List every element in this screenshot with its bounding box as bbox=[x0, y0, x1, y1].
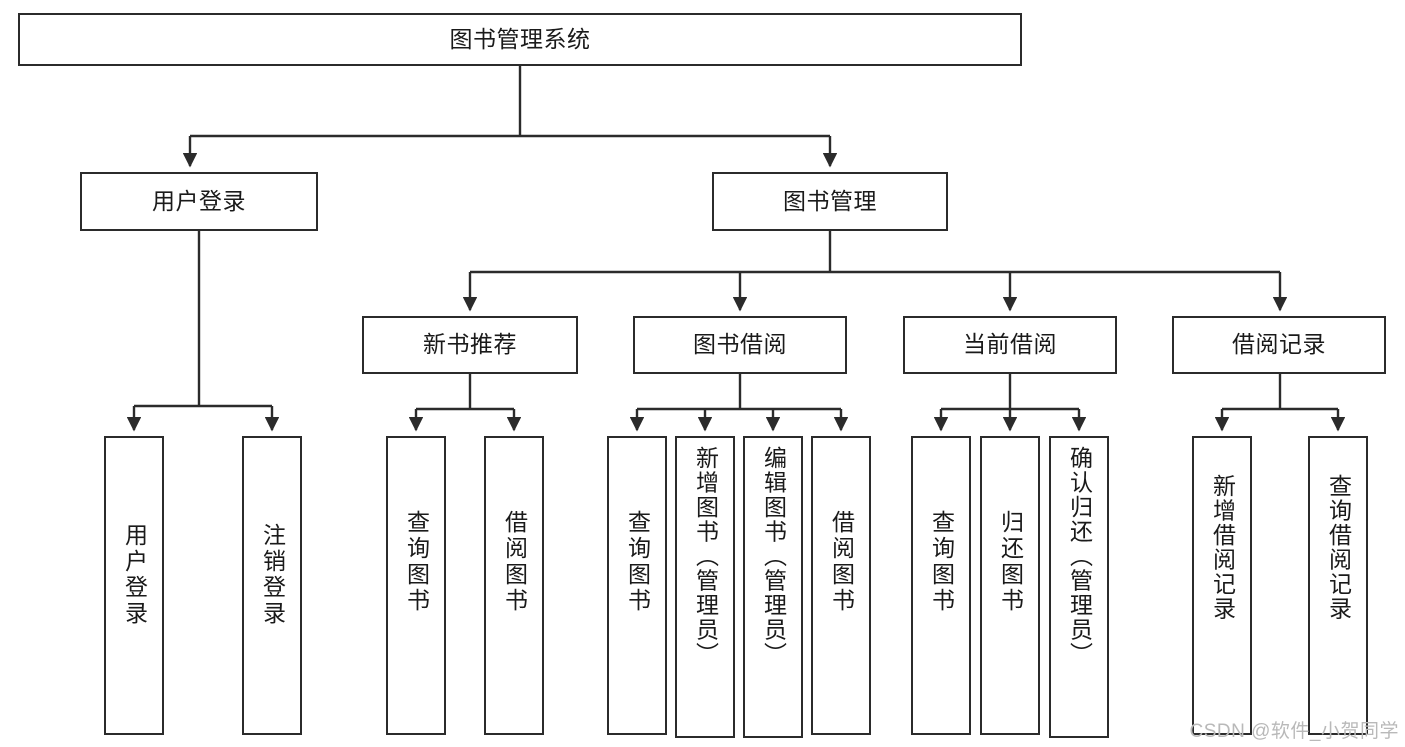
node-leaf-query-record-label: 查询借阅记录 bbox=[1325, 474, 1352, 621]
node-leaf-borrow-book-1-label: 借阅图书 bbox=[501, 510, 528, 614]
node-leaf-logout-login-label: 注销登录 bbox=[259, 523, 286, 627]
node-leaf-user-login-label: 用户登录 bbox=[121, 523, 148, 627]
node-book-borrow-label: 图书借阅 bbox=[693, 331, 787, 358]
node-leaf-return-book[interactable]: 归还图书 bbox=[980, 436, 1040, 735]
node-leaf-query-book-3-label: 查询图书 bbox=[928, 510, 955, 614]
node-leaf-add-book[interactable]: 新增图书（管理员） bbox=[675, 436, 735, 738]
node-leaf-query-book-1-label: 查询图书 bbox=[403, 510, 430, 614]
node-borrow-record-label: 借阅记录 bbox=[1232, 331, 1326, 358]
node-leaf-query-book-2-label: 查询图书 bbox=[624, 510, 651, 614]
node-user-login-label: 用户登录 bbox=[152, 187, 246, 214]
node-leaf-confirm-return[interactable]: 确认归还（管理员） bbox=[1049, 436, 1109, 738]
node-leaf-add-record[interactable]: 新增借阅记录 bbox=[1192, 436, 1252, 735]
node-leaf-query-book-1[interactable]: 查询图书 bbox=[386, 436, 446, 735]
node-leaf-query-record[interactable]: 查询借阅记录 bbox=[1308, 436, 1368, 735]
node-leaf-edit-book-label: 编辑图书（管理员） bbox=[760, 446, 787, 667]
node-leaf-query-book-2[interactable]: 查询图书 bbox=[607, 436, 667, 735]
node-leaf-confirm-return-label: 确认归还（管理员） bbox=[1066, 446, 1093, 667]
node-root-label: 图书管理系统 bbox=[449, 25, 591, 52]
node-current-borrow[interactable]: 当前借阅 bbox=[903, 316, 1117, 374]
node-leaf-borrow-book-1[interactable]: 借阅图书 bbox=[484, 436, 544, 735]
node-book-borrow[interactable]: 图书借阅 bbox=[633, 316, 847, 374]
node-leaf-user-login[interactable]: 用户登录 bbox=[104, 436, 164, 735]
node-leaf-borrow-book-2[interactable]: 借阅图书 bbox=[811, 436, 871, 735]
node-new-book-recommend-label: 新书推荐 bbox=[423, 331, 517, 358]
node-book-management[interactable]: 图书管理 bbox=[712, 172, 948, 231]
node-current-borrow-label: 当前借阅 bbox=[963, 331, 1057, 358]
node-user-login[interactable]: 用户登录 bbox=[80, 172, 318, 231]
node-leaf-add-book-label: 新增图书（管理员） bbox=[692, 446, 719, 667]
node-root[interactable]: 图书管理系统 bbox=[18, 13, 1022, 66]
node-leaf-return-book-label: 归还图书 bbox=[997, 510, 1024, 614]
node-leaf-add-record-label: 新增借阅记录 bbox=[1209, 474, 1236, 621]
node-leaf-edit-book[interactable]: 编辑图书（管理员） bbox=[743, 436, 803, 738]
node-leaf-query-book-3[interactable]: 查询图书 bbox=[911, 436, 971, 735]
node-leaf-borrow-book-2-label: 借阅图书 bbox=[828, 510, 855, 614]
node-book-management-label: 图书管理 bbox=[783, 187, 877, 214]
node-new-book-recommend[interactable]: 新书推荐 bbox=[362, 316, 578, 374]
node-leaf-logout-login[interactable]: 注销登录 bbox=[242, 436, 302, 735]
csdn-watermark: CSDN @软件_小贺同学 bbox=[1189, 721, 1399, 742]
node-borrow-record[interactable]: 借阅记录 bbox=[1172, 316, 1386, 374]
